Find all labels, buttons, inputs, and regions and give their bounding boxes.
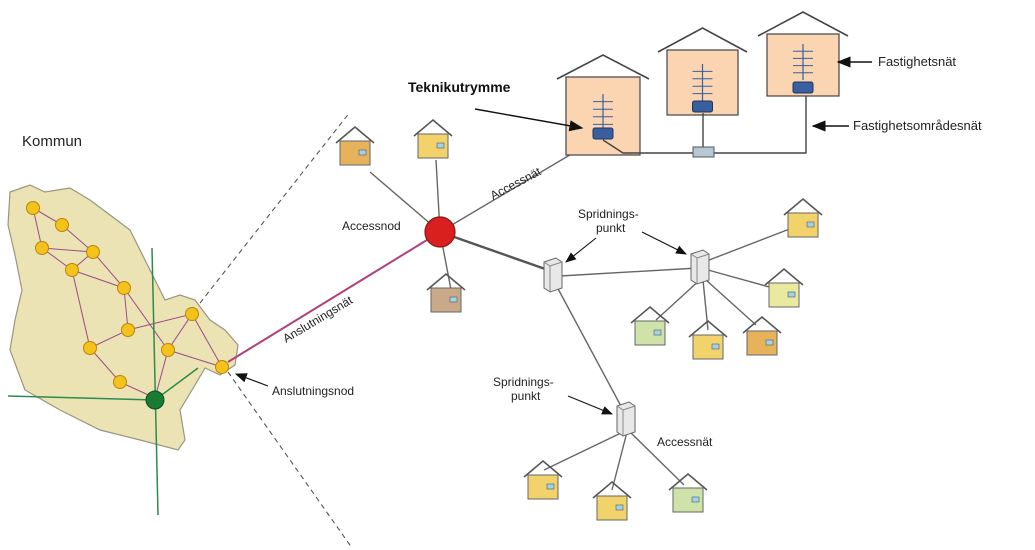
anslutningsnat-label: Anslutningsnät <box>280 293 355 346</box>
accessnat-upper-label: Accessnät <box>488 164 544 203</box>
teknikutrymme-label: Teknikutrymme <box>408 79 511 95</box>
arrow-icon <box>641 231 687 255</box>
building-icon <box>556 54 650 156</box>
house-icon <box>426 272 466 313</box>
spridningspunkt-2-label-line1: Spridnings- <box>493 375 554 389</box>
house-icon <box>335 125 375 166</box>
distribution-box-icon <box>690 249 710 285</box>
property-junction-box <box>692 146 715 158</box>
municipality-nodes <box>26 201 229 389</box>
spridningspunkt-2-label-line2: punkt <box>511 389 541 403</box>
house-icon <box>742 315 782 356</box>
anslutningsnod-label: Anslutningsnod <box>272 384 354 398</box>
houses-group <box>335 118 823 521</box>
municipality-outline <box>7 184 239 451</box>
house-icon <box>413 118 453 159</box>
central-node-green <box>145 390 165 410</box>
house-icon <box>668 472 708 513</box>
kommun-label: Kommun <box>22 133 82 150</box>
anslutningsnod-arrow <box>234 373 269 387</box>
distribution-box-icon <box>543 257 563 293</box>
municipality-network-lines <box>32 206 223 399</box>
access-lines <box>369 139 801 491</box>
arrow-icon <box>567 395 614 415</box>
house-icon <box>764 267 804 308</box>
house-icon <box>688 319 728 360</box>
municipality-map <box>7 184 239 516</box>
fastighetsnat-label: Fastighetsnät <box>878 54 956 69</box>
zoom-lines <box>199 111 353 549</box>
arrow-icon <box>474 108 584 132</box>
access-node-icon <box>424 216 456 248</box>
house-icon <box>592 480 632 521</box>
accessnod-label: Accessnod <box>342 219 401 233</box>
house-icon <box>783 197 823 238</box>
accessnat-lower-label: Accessnät <box>657 435 713 449</box>
connection-network-line <box>227 231 441 363</box>
house-icon <box>523 459 563 500</box>
house-icon <box>630 305 670 346</box>
building-icon <box>657 27 748 116</box>
distribution-box-icon <box>616 401 636 437</box>
spridningspunkt-1-label-line2: punkt <box>596 221 626 235</box>
fastighetsomradesnat-label: Fastighetsområdesnät <box>853 118 982 133</box>
building-icon <box>757 11 849 97</box>
arrow-icon <box>565 237 597 263</box>
spridningspunkt-1-label-line1: Spridnings- <box>578 207 639 221</box>
buildings-group <box>556 11 849 156</box>
